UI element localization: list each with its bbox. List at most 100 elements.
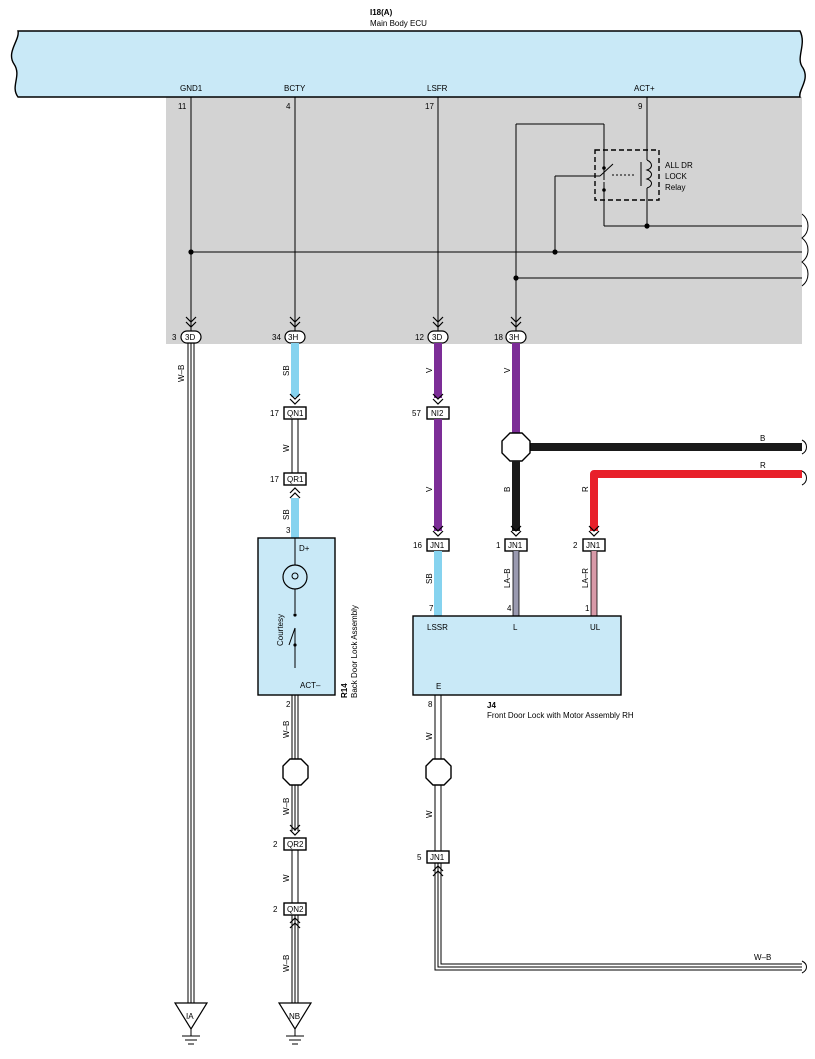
wire-label-bd-gnd3: W (282, 874, 291, 882)
courtesy-switch-icon (288, 589, 296, 668)
wire-sb-lsfr-lower (434, 551, 442, 616)
terminal-act-pin: 9 (638, 102, 643, 111)
front-door-term-e: E (436, 682, 441, 691)
wire-label-la-r: LA–R (581, 568, 590, 588)
terminal-gnd1-name: GND1 (180, 84, 203, 93)
front-door-pin-l: 4 (507, 604, 512, 613)
wire-b-act-lower (512, 461, 520, 531)
wire-label-bd-gnd4: W–B (282, 955, 291, 972)
terminal-gnd1-pin: 11 (178, 102, 187, 111)
ground-nb-triangle (277, 1002, 313, 1031)
wire-label-bd-gnd1: W–B (282, 721, 291, 738)
back-door-code: R14 (340, 683, 349, 698)
jn1-1-code: JN1 (508, 541, 523, 550)
ecu-connector-ovals (180, 330, 527, 344)
chevron-jn1-2 (588, 525, 600, 537)
switch-contact-bottom (293, 643, 297, 647)
ground-ia-label: IA (186, 1012, 194, 1021)
back-door-splice-icon (282, 758, 309, 786)
jn1-5-code: JN1 (430, 853, 445, 862)
back-door-lock-assembly (257, 537, 336, 696)
chevron-jn1-16 (432, 525, 444, 537)
front-door-term-l: L (513, 623, 518, 632)
ecu-conn-1-pin: 3 (172, 333, 177, 342)
jn1-1-pin: 1 (496, 541, 501, 550)
qn1-pin: 17 (270, 409, 279, 418)
wire-sb-lower (291, 498, 299, 538)
ni2-code: NI2 (431, 409, 444, 418)
inline-connector-jn1-5 (426, 850, 450, 864)
front-door-name: Front Door Lock with Motor Assembly RH (487, 711, 634, 720)
ecu-conn-3-pin: 12 (415, 333, 424, 342)
bulb-filament (291, 572, 299, 580)
act-splice-icon (501, 432, 531, 462)
ecu-body (10, 30, 806, 98)
break-mark-wb (801, 960, 807, 974)
terminal-act-name: ACT+ (634, 84, 655, 93)
inline-connector-qr2 (283, 837, 307, 851)
wire-v-upper (434, 343, 442, 398)
back-door-name: Back Door Lock Assembly (350, 605, 359, 698)
wire-label-act-lower: B (503, 487, 512, 492)
internal-junction-dots (188, 223, 650, 281)
qr1-code: QR1 (287, 475, 304, 484)
ecu-conn-4-code: 3H (509, 333, 519, 342)
back-door-pin-top: 3 (286, 526, 291, 535)
terminal-lsfr-name: LSFR (427, 84, 448, 93)
ecu-conn-4-pin: 18 (494, 333, 503, 342)
inline-connector-qn1 (283, 406, 307, 420)
front-door-splice-icon (425, 758, 452, 786)
terminal-bcty-name: BCTY (284, 84, 306, 93)
wire-label-la-b: LA–B (503, 568, 512, 588)
front-door-code: J4 (487, 701, 496, 710)
chevron-qr2 (289, 824, 301, 836)
front-door-term-lssr: LSSR (427, 623, 448, 632)
gnd-wire-w-b (187, 343, 195, 1003)
front-door-pin-lssr: 7 (429, 604, 434, 613)
wire-r (590, 470, 802, 531)
wire-sb-upper (291, 343, 299, 397)
front-door-pin-ul: 1 (585, 604, 590, 613)
qr2-code: QR2 (287, 840, 304, 849)
inline-connector-qn2 (283, 902, 307, 916)
back-door-pin-bottom: 2 (286, 700, 291, 709)
chevron-qn1 (289, 393, 301, 405)
wire-label-red-down: R (581, 486, 590, 492)
relay-label-3: Relay (665, 183, 685, 192)
chevron-qn2 (289, 917, 301, 929)
ecu-conn-2-code: 3H (288, 333, 298, 342)
wire-label-red-right: R (760, 461, 766, 470)
ecu-conn-3-code: 3D (432, 333, 442, 342)
inline-connector-qr1 (283, 472, 307, 486)
relay-label-1: ALL DR (665, 161, 693, 170)
ecu-name: Main Body ECU (370, 19, 427, 28)
wire-la-r (590, 551, 598, 616)
qn2-pin: 2 (273, 905, 278, 914)
jn1-16-code: JN1 (430, 541, 445, 550)
courtesy-label: Courtesy (276, 614, 285, 646)
qr2-pin: 2 (273, 840, 278, 849)
wire-w-bcty-mid (291, 419, 299, 473)
relay-label-2: LOCK (665, 172, 687, 181)
ecu-conn-1-code: 3D (185, 333, 195, 342)
wire-label-bcty-upper: SB (282, 365, 291, 376)
front-door-term-ul: UL (590, 623, 601, 632)
qr1-pin: 17 (270, 475, 279, 484)
qn1-code: QN1 (287, 409, 304, 418)
wire-label-lsfr-mid: V (425, 486, 434, 492)
wire-label-lsfr-upper: V (425, 367, 434, 373)
wire-label-bcty-mid: W (282, 444, 291, 452)
back-door-term-top: D+ (299, 544, 310, 553)
all-dr-lock-relay (594, 149, 660, 201)
wire-label-fd-gnd3: W–B (754, 953, 771, 962)
terminal-lsfr-pin: 17 (425, 102, 434, 111)
ground-ia-triangle (173, 1002, 209, 1031)
wire-label-act-splice: B (760, 434, 765, 443)
jn1-16-pin: 16 (413, 541, 422, 550)
internal-wiring (190, 97, 802, 331)
wire-la-b (512, 551, 520, 616)
wire-label-fd-gnd2: W (425, 810, 434, 818)
ecu-connector-chevrons (185, 316, 522, 328)
jn1-5-pin: 5 (417, 853, 422, 862)
front-door-ground-wires (434, 695, 802, 971)
